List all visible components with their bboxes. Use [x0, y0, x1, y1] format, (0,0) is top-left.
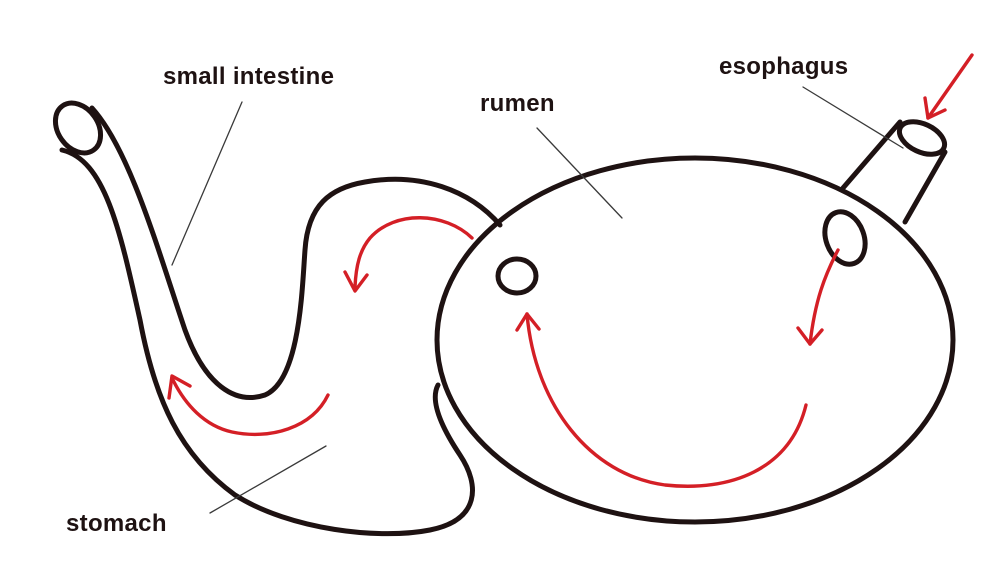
esophagus-opening [896, 119, 948, 157]
stomach-label: stomach [66, 510, 167, 537]
rumen-left-opening [495, 256, 539, 296]
rumen-leader [536, 127, 623, 219]
esophagus-outline [840, 119, 903, 191]
rumen-outline [434, 155, 956, 525]
small-intestine-stomach-outline [89, 105, 503, 400]
arrow-stomach-to-intestine [167, 374, 330, 437]
small-intestine-label: small intestine [163, 63, 334, 90]
esophagus-label: esophagus [719, 53, 848, 80]
esophagus-outline-right [902, 149, 948, 225]
esophagus-leader [802, 86, 904, 149]
leader-lines [171, 86, 904, 514]
rumen-label: rumen [480, 90, 555, 117]
small-intestine-opening [52, 100, 104, 156]
rumen-right-opening [822, 209, 868, 267]
flow-arrows [167, 53, 974, 488]
small-intestine-leader [171, 101, 243, 266]
stomach-lower-outline [59, 147, 475, 537]
arrow-down-in-rumen [796, 248, 840, 346]
arrow-curve-in-rumen [515, 312, 808, 488]
labels: small intestine rumen esophagus stomach [66, 53, 848, 537]
organ-outlines [52, 100, 956, 537]
arrow-into-esophagus [923, 53, 974, 120]
arrow-rumen-to-stomach [343, 216, 474, 293]
stomach-leader [209, 445, 327, 514]
